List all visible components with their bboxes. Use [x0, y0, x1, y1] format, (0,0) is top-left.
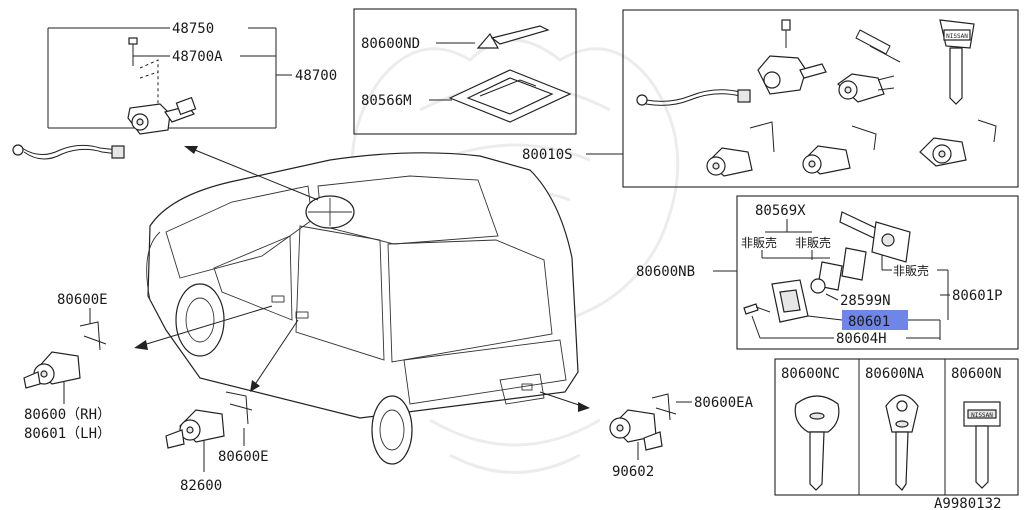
- label-80566m: 80566M: [361, 93, 412, 109]
- card-80566m-part: [448, 69, 572, 123]
- remote-case-part: [771, 279, 809, 323]
- lock-set-box: 80010S NISSAN: [522, 9, 1019, 188]
- label-80600ea: 80600EA: [694, 395, 754, 411]
- pointer-arrows: [134, 146, 590, 412]
- label-80601p: 80601P: [952, 288, 1003, 304]
- key-80600nd-part: [476, 25, 550, 49]
- ignition-lock-group: 48750 48700A 48700: [12, 21, 337, 160]
- svg-text:NISSAN: NISSAN: [946, 33, 968, 40]
- remote-key-box: 80600NB 80569X 非販売 非販売 非販売 80601P 28599N: [636, 195, 1019, 350]
- screw-80604h: [743, 303, 759, 315]
- highlight-80601[interactable]: [842, 310, 908, 330]
- key-80600n-part: NISSAN: [963, 401, 1001, 489]
- label-80569x: 80569X: [755, 203, 806, 219]
- label-80600e-top: 80600E: [57, 292, 108, 308]
- label-80600na: 80600NA: [865, 366, 925, 382]
- front-door-lock-group: 80600E 80600（RH） 80601（LH）: [23, 292, 111, 442]
- label-80601[interactable]: 80601: [848, 314, 890, 330]
- key-blank-grid: 80600NC 80600NA 80600N NISSAN A9980132: [774, 358, 1019, 510]
- key-blank-box: 80600ND 80566M: [353, 8, 577, 135]
- remote-key-part: [839, 211, 911, 263]
- harness-connector: [111, 145, 125, 159]
- key-80010s-part: NISSAN: [939, 19, 975, 105]
- label-90602: 90602: [612, 464, 654, 480]
- label-80600nb: 80600NB: [636, 264, 695, 280]
- slide-door-lock-group: 80600E 82600: [165, 391, 269, 494]
- svg-text:NISSAN: NISSAN: [971, 412, 993, 419]
- label-28599n: 28599N: [840, 293, 891, 309]
- label-48700: 48700: [295, 68, 337, 84]
- key-80600nc-part: [794, 395, 840, 491]
- diagram-reference: A9980132: [934, 496, 1001, 510]
- label-80600e-bottom: 80600E: [218, 449, 269, 465]
- battery-28599n: [810, 278, 826, 294]
- harness-connector-end: [12, 144, 24, 156]
- label-80601-lh: 80601（LH）: [24, 426, 111, 442]
- label-80600n: 80600N: [951, 366, 1002, 382]
- label-48700a: 48700A: [172, 49, 223, 65]
- key-80600na-part: [885, 394, 919, 491]
- label-80010s: 80010S: [522, 147, 573, 163]
- label-not-for-sale-2: 非販売: [795, 235, 831, 250]
- label-80600nc: 80600NC: [781, 366, 840, 382]
- label-80600nd: 80600ND: [361, 36, 420, 52]
- label-48750: 48750: [172, 21, 214, 37]
- label-82600: 82600: [180, 478, 222, 494]
- ignition-lock-part: [127, 96, 197, 135]
- van-illustration: [146, 152, 579, 465]
- bolt-part: [128, 37, 138, 45]
- label-80604h: 80604H: [836, 331, 887, 347]
- label-not-for-sale-1: 非販売: [741, 235, 777, 250]
- label-not-for-sale-3: 非販売: [893, 263, 929, 278]
- harness-wire: [21, 144, 119, 155]
- label-80600-rh: 80600（RH）: [24, 407, 111, 423]
- back-door-lock-group: 80600EA 90602: [609, 393, 754, 480]
- transmitter-board: [841, 247, 867, 281]
